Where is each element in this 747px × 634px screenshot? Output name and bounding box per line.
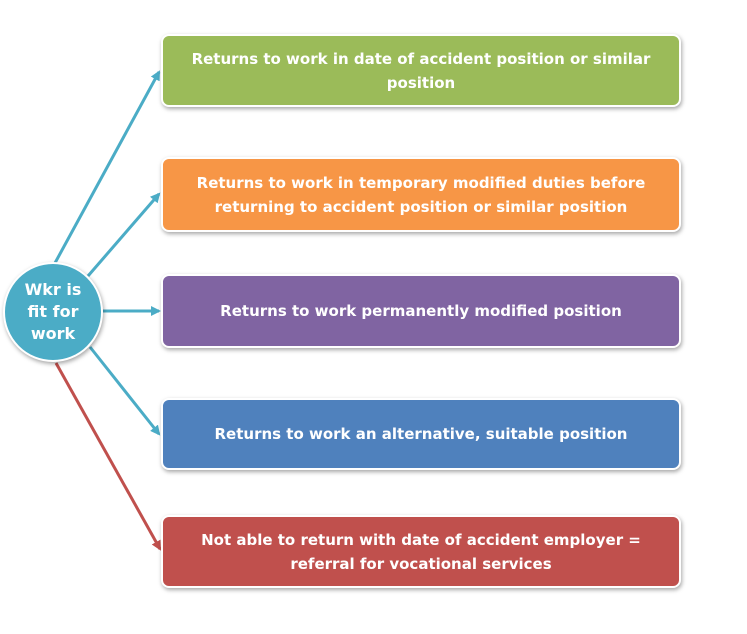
arrow-to-outcome-4 bbox=[88, 346, 161, 436]
arrow-to-outcome-1 bbox=[53, 70, 161, 264]
outcome-box-2: Returns to work in temporary modified du… bbox=[161, 157, 681, 232]
outcome-box-4: Returns to work an alternative, suitable… bbox=[161, 398, 681, 470]
outcome-box-1: Returns to work in date of accident posi… bbox=[161, 34, 681, 107]
outcome-box-3: Returns to work permanently modified pos… bbox=[161, 274, 681, 348]
arrow-to-outcome-2 bbox=[86, 192, 161, 277]
center-node: Wkr is fit for work bbox=[3, 262, 103, 362]
outcome-box-5: Not able to return with date of accident… bbox=[161, 515, 681, 588]
arrow-to-outcome-5 bbox=[54, 362, 162, 551]
